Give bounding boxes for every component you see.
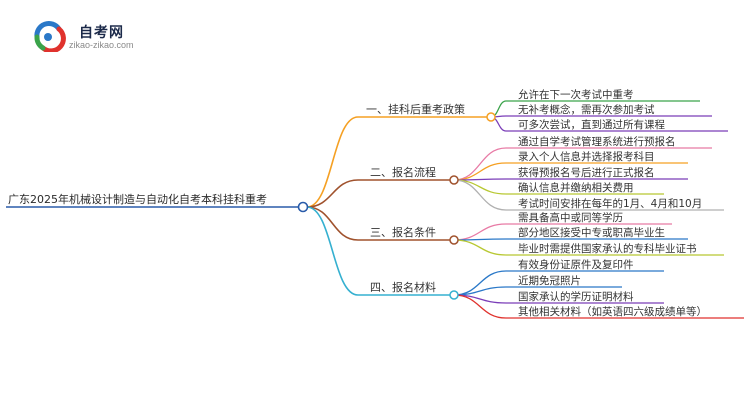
leaf-label[interactable]: 考试时间安排在每年的1月、4月和10月 (518, 197, 702, 210)
leaf-label[interactable]: 允许在下一次考试中重考 (518, 88, 634, 101)
leaf-connector (453, 294, 507, 319)
leaf-connector (453, 223, 507, 241)
branch-connector (306, 116, 359, 208)
leaf-label[interactable]: 部分地区接受中专或职高毕业生 (518, 226, 665, 239)
leaf-label[interactable]: 获得预报名号后进行正式报名 (518, 166, 655, 179)
leaf-label[interactable]: 毕业时需提供国家承认的专科毕业证书 (518, 242, 697, 255)
leaf-label[interactable]: 可多次尝试，直到通过所有课程 (518, 118, 665, 131)
leaf-label[interactable]: 有效身份证原件及复印件 (518, 258, 634, 271)
leaf-label[interactable]: 其他相关材料（如英语四六级成绩单等） (518, 305, 707, 318)
leaf-label[interactable]: 国家承认的学历证明材料 (518, 290, 634, 303)
leaf-connector (453, 239, 507, 256)
leaf-connector (453, 179, 507, 211)
branch-label[interactable]: 三、报名条件 (370, 225, 436, 239)
leaf-label[interactable]: 近期免冠照片 (518, 274, 581, 287)
branch-label[interactable]: 四、报名材料 (370, 280, 436, 294)
leaf-label[interactable]: 确认信息并缴纳相关费用 (518, 181, 634, 194)
leaf-connector (453, 162, 507, 181)
branch-label[interactable]: 二、报名流程 (370, 165, 436, 179)
logo-icon (34, 21, 66, 52)
branch-connector (306, 179, 359, 208)
branch-connector (306, 206, 359, 241)
branch-connector (306, 206, 359, 296)
leaf-label[interactable]: 无补考概念，需再次参加考试 (518, 103, 655, 116)
logo-url: zikao-zikao.com (69, 40, 134, 50)
branch-node[interactable] (449, 235, 459, 245)
leaf-connector (453, 179, 507, 195)
leaf-label[interactable]: 通过自学考试管理系统进行预报名 (518, 135, 676, 148)
branch-node[interactable] (486, 112, 496, 122)
leaf-label[interactable]: 录入个人信息并选择报考科目 (518, 150, 655, 163)
logo-title: 自考网 (79, 25, 124, 41)
root-topic[interactable]: 广东2025年机械设计制造与自动化自考本科挂科重考 (8, 192, 267, 206)
root-node[interactable] (297, 201, 309, 213)
branch-label[interactable]: 一、挂科后重考政策 (366, 102, 465, 116)
leaf-label[interactable]: 需具备高中或同等学历 (518, 211, 623, 224)
branch-node[interactable] (449, 175, 459, 185)
site-logo[interactable]: 自考网 zikao-zikao.com (33, 20, 173, 54)
branch-node[interactable] (449, 290, 459, 300)
